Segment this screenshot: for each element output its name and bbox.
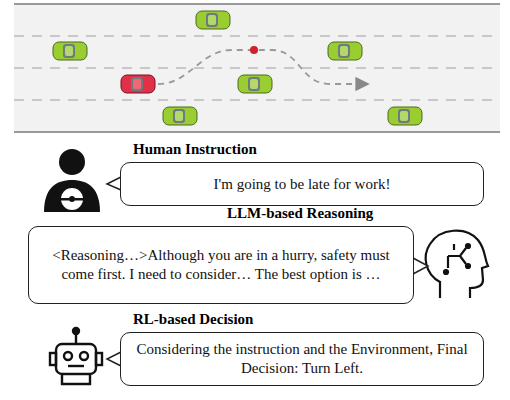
lane-change-path bbox=[158, 50, 368, 84]
road bbox=[14, 4, 500, 132]
bubble-text: Considering the instruction and the Envi… bbox=[121, 336, 483, 382]
reasoning-bubble: LLM-based Reasoning<Reasoning…>Although … bbox=[28, 226, 414, 304]
section-heading: Human Instruction bbox=[133, 141, 257, 158]
target-dot bbox=[250, 46, 258, 54]
section-heading: LLM-based Reasoning bbox=[227, 205, 373, 222]
bubble-text: I'm going to be late for work! bbox=[204, 171, 401, 198]
instruction-bubble: Human InstructionI'm going to be late fo… bbox=[120, 162, 484, 206]
bubble-tail bbox=[107, 177, 121, 190]
decision-bubble: RL-based DecisionConsidering the instruc… bbox=[120, 332, 484, 386]
cars bbox=[53, 11, 422, 125]
bubble-tail bbox=[413, 258, 428, 274]
bubble-tail bbox=[107, 352, 121, 366]
section-heading: RL-based Decision bbox=[133, 311, 253, 328]
robot-icon bbox=[50, 328, 102, 384]
ai-head-icon bbox=[426, 231, 488, 298]
driver-icon bbox=[44, 149, 100, 212]
bubble-text: <Reasoning…>Although you are in a hurry,… bbox=[29, 242, 413, 288]
